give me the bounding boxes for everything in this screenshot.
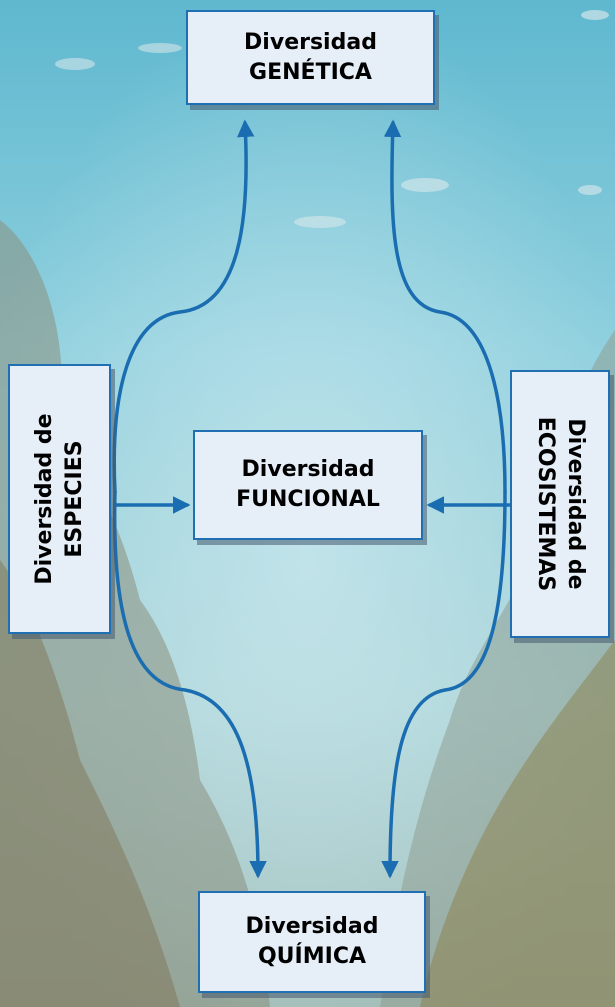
node-especies-line1: Diversidad de: [31, 413, 57, 585]
arrow-ecosistemas-to-quimica: [381, 490, 507, 879]
node-quimica-line2: QUÍMICA: [257, 944, 366, 969]
node-quimica-line1: Diversidad: [245, 914, 379, 939]
node-diversidad-especies: Diversidad de ESPECIES: [8, 364, 111, 634]
node-funcional-line1: Diversidad: [241, 457, 375, 482]
node-ecosistemas-line1: Diversidad de: [563, 418, 588, 590]
arrow-especies-to-genetica: [112, 119, 255, 494]
node-funcional-line2: FUNCIONAL: [236, 487, 380, 512]
node-genetica-line1: Diversidad: [244, 29, 377, 55]
node-genetica-line2: GENÉTICA: [249, 59, 372, 85]
node-diversidad-genetica: Diversidad GENÉTICA: [186, 10, 435, 105]
node-diversidad-funcional: Diversidad FUNCIONAL: [193, 430, 423, 540]
node-ecosistemas-line2: ECOSISTEMAS: [533, 416, 558, 592]
node-diversidad-quimica: Diversidad QUÍMICA: [198, 891, 426, 993]
arrow-ecosistemas-to-genetica: [383, 119, 507, 494]
arrow-especies-to-quimica: [112, 490, 267, 879]
node-diversidad-ecosistemas: Diversidad de ECOSISTEMAS: [510, 370, 610, 638]
node-especies-line2: ESPECIES: [61, 440, 87, 558]
